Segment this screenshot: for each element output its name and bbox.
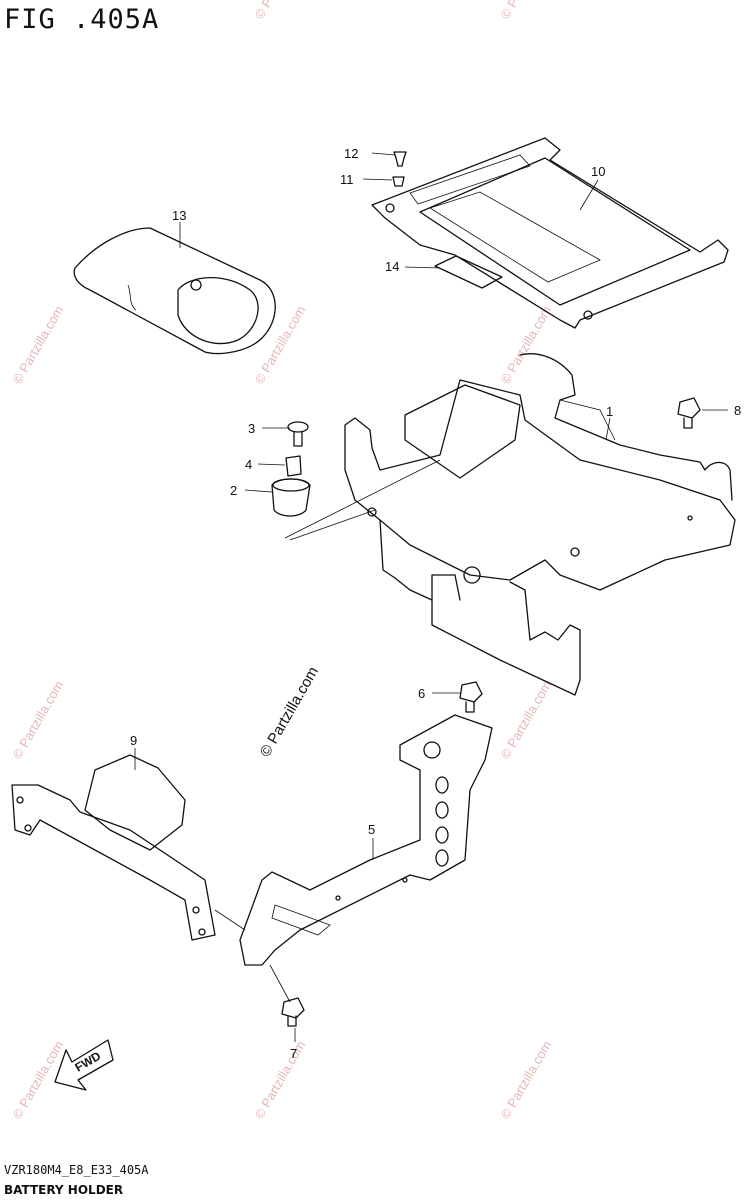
callout-12: 12 <box>344 146 358 161</box>
part-11-clip[interactable] <box>392 176 405 187</box>
part-4-collar[interactable] <box>285 455 302 477</box>
part-8-bolt[interactable] <box>677 397 701 429</box>
watermark: © Partzilla.com <box>498 678 555 761</box>
part-7-bolt[interactable] <box>281 997 305 1027</box>
callout-14: 14 <box>385 259 399 274</box>
watermark: © Partzilla.com <box>252 1038 309 1121</box>
callout-13: 13 <box>172 208 186 223</box>
figure-title: FIG .405A <box>4 4 160 35</box>
watermark: © Partzilla.com <box>10 678 67 761</box>
callout-labels: 1 2 3 4 5 6 7 8 9 10 11 12 13 14 <box>130 146 741 1061</box>
callout-9: 9 <box>130 733 137 748</box>
watermark: © Partzilla.com <box>10 303 67 386</box>
section-name: BATTERY HOLDER <box>4 1183 124 1197</box>
part-10-plate[interactable] <box>371 137 729 329</box>
watermark-main: © Partzilla.com <box>257 664 322 760</box>
part-14-pad[interactable] <box>434 255 503 289</box>
callout-6: 6 <box>418 686 425 701</box>
leader-lines <box>134 152 728 1042</box>
part-6-bolt[interactable] <box>459 681 483 713</box>
watermark-layer: © Partzilla.com © Partzilla.com © Partzi… <box>10 0 555 1122</box>
part-2-cushion[interactable] <box>271 478 311 517</box>
part-1-battery-box[interactable] <box>344 353 736 696</box>
part-9-bracket[interactable] <box>11 754 216 941</box>
part-12-screw[interactable] <box>393 151 407 167</box>
watermark: © Partzilla.com <box>252 0 309 22</box>
callout-8: 8 <box>734 403 741 418</box>
model-code: VZR180M4_E8_E33_405A <box>4 1163 149 1177</box>
callout-10: 10 <box>591 164 605 179</box>
callout-5: 5 <box>368 822 375 837</box>
watermark: © Partzilla.com <box>252 303 309 386</box>
callout-3: 3 <box>248 421 255 436</box>
callout-11: 11 <box>340 172 354 187</box>
part-13-cover[interactable] <box>73 227 276 355</box>
part-5-bracket[interactable] <box>239 714 493 966</box>
callout-1: 1 <box>606 404 613 419</box>
callout-2: 2 <box>230 483 237 498</box>
watermark: © Partzilla.com <box>498 1038 555 1121</box>
watermark: © Partzilla.com <box>498 0 555 22</box>
callout-4: 4 <box>245 457 252 472</box>
callout-7: 7 <box>290 1046 297 1061</box>
watermark: © Partzilla.com <box>498 303 555 386</box>
part-3-screw[interactable] <box>287 421 309 447</box>
